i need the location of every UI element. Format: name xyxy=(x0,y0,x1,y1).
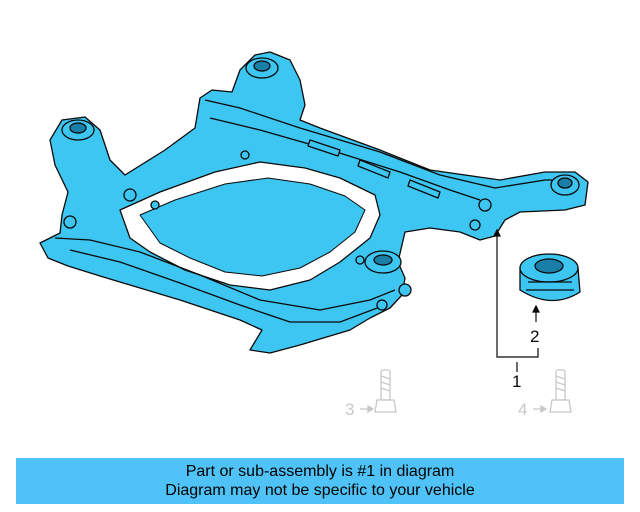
info-banner: Part or sub-assembly is #1 in diagram Di… xyxy=(16,458,624,504)
bolt-3[interactable] xyxy=(360,369,397,414)
callout-1: 1 xyxy=(512,372,521,391)
callout-4: 4 xyxy=(518,400,527,419)
banner-line-1: Part or sub-assembly is #1 in diagram xyxy=(185,463,455,480)
bolt-4[interactable] xyxy=(533,369,572,414)
banner-line-2: Diagram may not be specific to your vehi… xyxy=(165,482,475,499)
callout-3: 3 xyxy=(345,400,354,419)
callout-2: 2 xyxy=(530,327,539,346)
subframe-assembly[interactable] xyxy=(39,51,589,354)
mount-bushing[interactable] xyxy=(519,253,581,302)
leader-lines xyxy=(493,228,540,372)
